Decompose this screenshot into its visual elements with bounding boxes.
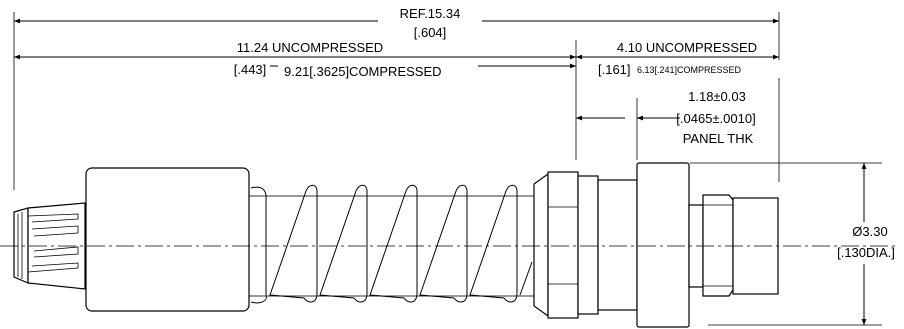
ref-length-inch-label: [.604]: [414, 25, 447, 40]
uncompressed-left-inch-label: [.443]: [234, 62, 267, 77]
ref-overall-dimension: REF.15.34 [.604]: [14, 6, 779, 46]
front-coupling: [688, 194, 779, 297]
extension-lines: [13, 12, 882, 326]
compressed-left-label: 9.21[.3625]COMPRESSED: [284, 64, 442, 79]
panel-thickness-label: 1.18±0.03: [688, 89, 746, 104]
panel-nut: [636, 162, 690, 328]
diameter-label: Ø3.30: [852, 224, 887, 239]
sleeve: [85, 167, 250, 312]
uncompressed-right-dimension: 4.10 UNCOMPRESSED [.161] 6.13[.241]COMPR…: [576, 40, 780, 78]
panel-thk-label: PANEL THK: [683, 131, 754, 146]
compressed-left-dimension: 9.21[.3625]COMPRESSED: [270, 62, 576, 79]
uncompressed-left-dimension: 11.24 UNCOMPRESSED [.443]: [14, 40, 576, 77]
uncompressed-right-label: 4.10 UNCOMPRESSED: [617, 40, 757, 55]
uncompressed-left-label: 11.24 UNCOMPRESSED: [237, 40, 383, 55]
diameter-dimension: Ø3.30 [.130DIA.]: [837, 163, 902, 325]
rear-flange: [533, 171, 638, 319]
panel-thickness-inch-label: [.0465±.0010]: [676, 111, 755, 126]
uncompressed-right-inch-label: [.161]: [598, 62, 631, 77]
spring: [250, 184, 533, 304]
ref-length-label: REF.15.34: [400, 6, 461, 21]
diameter-inch-label: [.130DIA.]: [837, 245, 895, 260]
panel-thickness-dimension: 1.18±0.03 [.0465±.0010] PANEL THK: [576, 89, 756, 146]
collet: [13, 202, 86, 290]
compressed-right-label: 6.13[.241]COMPRESSED: [637, 65, 742, 75]
